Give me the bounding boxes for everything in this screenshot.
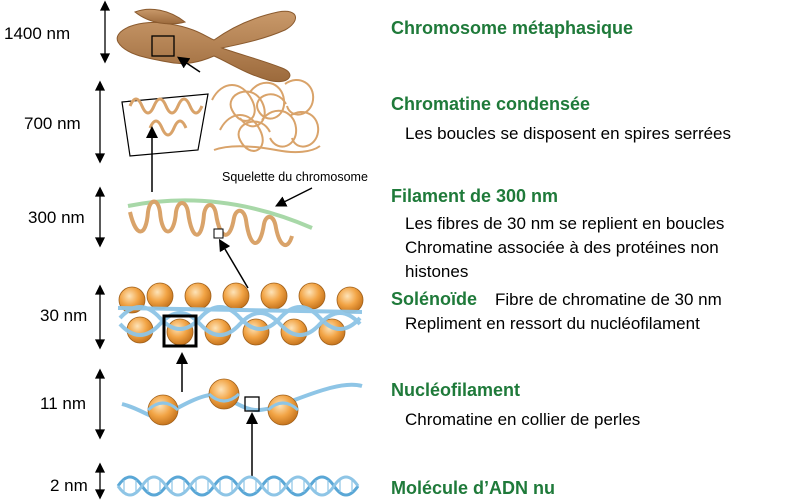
- desc-filament-300nm-1: Les fibres de 30 nm se replient en boucl…: [405, 214, 725, 233]
- label-scaffold: Squelette du chromosome: [222, 170, 368, 184]
- title-condensed-chromatin: Chromatine condensée: [391, 94, 591, 114]
- title-dna: Molécule d’ADN nu: [391, 478, 556, 498]
- title-filament-300nm: Filament de 300 nm: [391, 186, 559, 206]
- title-solenoid: Solénoïde: [391, 289, 478, 309]
- condensed-chromatin: [121, 79, 321, 157]
- desc-solenoid-2: Repliment en ressort du nucléofilament: [405, 314, 700, 333]
- desc-condensed-chromatin: Les boucles se disposent en spires serré…: [405, 124, 732, 143]
- solenoid: [117, 282, 364, 348]
- scale-700nm: 700 nm: [24, 114, 81, 133]
- desc-filament-300nm-2: Chromatine associée à des protéines non: [405, 238, 719, 257]
- scale-30nm: 30 nm: [40, 306, 88, 325]
- metaphase-chromosome: [116, 8, 296, 82]
- desc-filament-300nm-3: histones: [405, 262, 469, 281]
- dna-helix: [116, 475, 360, 497]
- scale-11nm: 11 nm: [40, 394, 86, 413]
- desc-nucleofilament: Chromatine en collier de perles: [405, 410, 641, 429]
- filament-300nm: [127, 198, 313, 247]
- nucleofilament: [121, 378, 363, 426]
- desc-solenoid-1: Fibre de chromatine de 30 nm: [495, 290, 722, 309]
- scale-300nm: 300 nm: [28, 208, 85, 227]
- title-nucleofilament: Nucléofilament: [391, 380, 521, 400]
- scale-bars: [94, 0, 111, 500]
- title-metaphase-chromosome: Chromosome métaphasique: [391, 18, 634, 38]
- scale-1400nm: 1400 nm: [4, 24, 71, 43]
- scale-2nm: 2 nm: [50, 476, 88, 495]
